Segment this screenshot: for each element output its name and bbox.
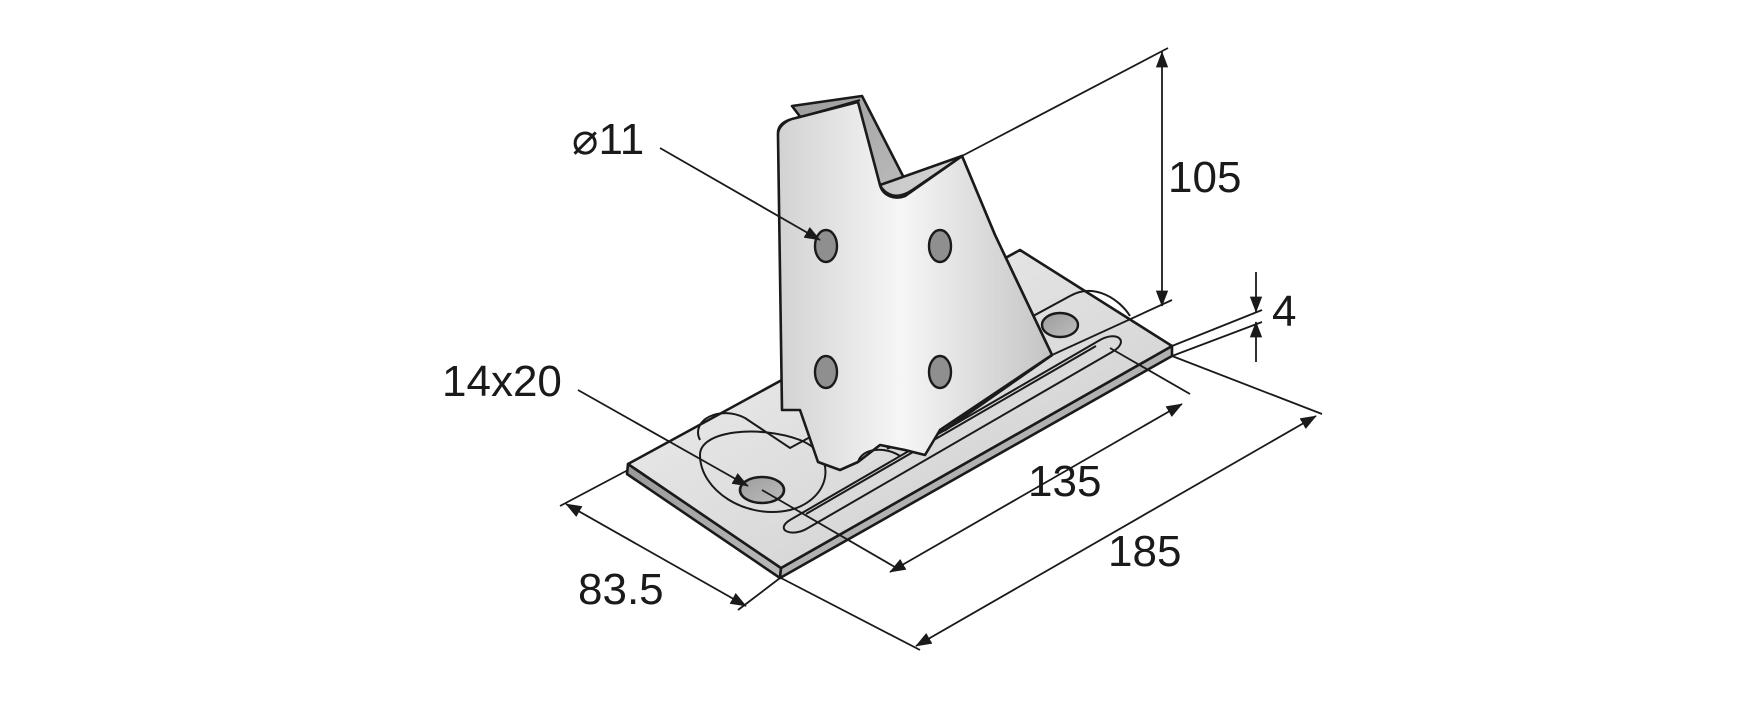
dimension-labels: ⌀11 105 4 14x20 135 185 83.5 (442, 115, 1296, 614)
post-hole-bottom-left (813, 354, 839, 390)
extension-length-end (1171, 355, 1323, 415)
label-height: 105 (1168, 153, 1241, 202)
dim-length (915, 415, 1317, 647)
extension-height-bottom (1051, 299, 1173, 356)
dim-width (565, 503, 747, 607)
label-slot-length: 135 (1028, 457, 1101, 506)
post-front-face (776, 100, 1054, 472)
post-top-rim-right (879, 155, 963, 197)
extension-thickness-bottom (1171, 321, 1263, 357)
extension-thickness-top (1171, 309, 1263, 347)
label-slot-size: 14x20 (442, 357, 562, 406)
extension-slot-length-end (1109, 347, 1191, 395)
post-hole-bottom-right (927, 354, 953, 390)
post-channel (776, 94, 1054, 472)
leader-slot-size (577, 389, 749, 487)
post-top-rim (777, 99, 861, 137)
post-hole-top-right (927, 228, 953, 264)
extension-slot-length-start (761, 489, 901, 571)
extension-length-start (780, 577, 921, 651)
dimension-lines (559, 47, 1323, 651)
slot-boss (698, 430, 827, 513)
post-hole-top-left (813, 228, 839, 264)
leader-hole-diameter (659, 147, 821, 241)
label-thickness: 4 (1272, 287, 1296, 336)
label-length: 185 (1108, 527, 1181, 576)
label-width: 83.5 (578, 565, 664, 614)
extension-height-top (961, 47, 1169, 157)
long-slot (782, 335, 1122, 534)
label-hole-diameter: ⌀11 (572, 115, 644, 164)
extension-width-start (559, 469, 629, 507)
rear-hole (1040, 311, 1080, 339)
